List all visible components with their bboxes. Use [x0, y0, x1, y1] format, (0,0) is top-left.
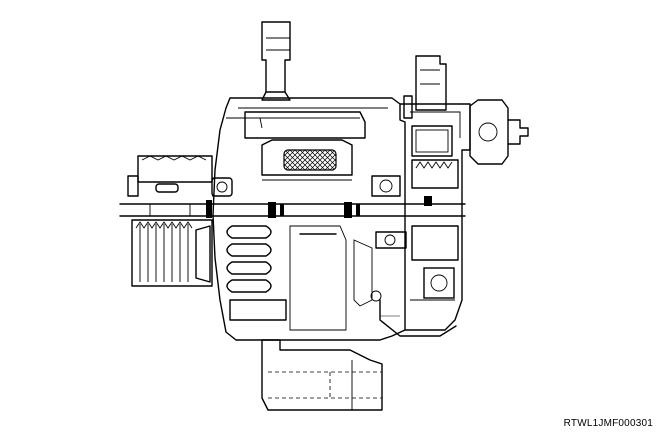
figure-reference-code: RTWL1JMF000301: [563, 418, 653, 429]
front-housing: [212, 97, 406, 341]
battery-terminal-bolt: [469, 99, 529, 165]
rear-cover-rectifier: [371, 103, 471, 331]
rotor-claw-poles: [226, 225, 382, 331]
drive-pulley: [127, 155, 233, 287]
stator-coil-winding: [283, 149, 337, 171]
rear-frame-outline: [379, 299, 457, 337]
rotor-bearings: [206, 196, 432, 218]
rotor-shaft: [119, 203, 466, 217]
regulator-connector: [403, 55, 447, 119]
stator-assembly: [244, 111, 366, 181]
lower-mounting-boss: [261, 339, 383, 411]
upper-mounting-ear: [261, 21, 291, 101]
